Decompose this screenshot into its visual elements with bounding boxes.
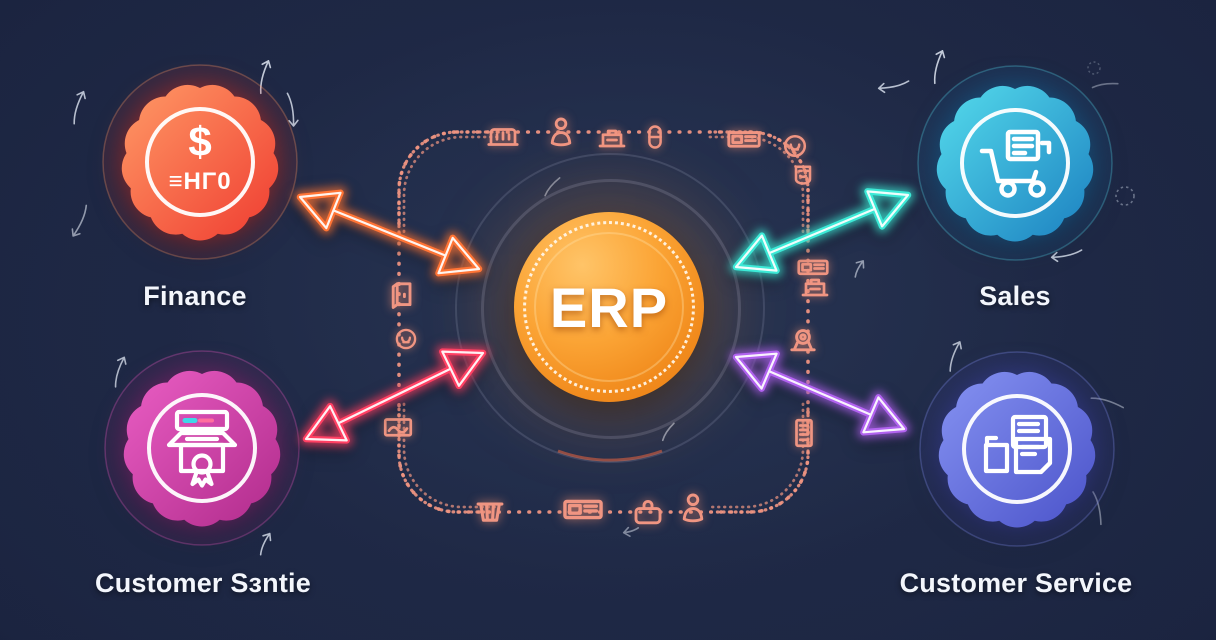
cam-icon [790,329,816,352]
badge-ring [962,394,1072,504]
svg-text:≡HΓ0: ≡HΓ0 [168,168,231,195]
erp-inner-ring [534,232,684,382]
bag-icon [634,499,662,525]
erp-outer-ring [455,153,765,463]
module-label-customer-service: Customer Service [899,568,1133,598]
module-badge-sales [905,53,1125,273]
module-label-customer-suite: Customer Sɜntie [95,568,311,598]
erp-dotted-ring [523,221,695,393]
tray-icon [598,129,626,148]
coin-icon [783,134,807,158]
module-badge-customer-suite [92,338,312,558]
module-badge-customer-service [907,339,1127,559]
erp-mid-ring [481,179,741,439]
list-icon [795,418,813,448]
panel-icon [563,499,603,520]
erp-circle: ERP [514,212,704,402]
cup-icon [794,165,812,185]
module-label-finance: Finance [143,281,247,311]
badge-ring [147,393,257,503]
badge-ring [145,107,255,217]
panel-icon [797,259,829,276]
card-icon [383,418,413,437]
tray-icon [801,278,829,297]
erp-label: ERP [549,275,669,339]
basket-icon [476,502,504,522]
documents-icon [983,414,1053,475]
dollar-money-icon: $ ≡HΓ0 [168,118,231,195]
shopping-cart-icon [979,129,1052,198]
erp-hub: ERP [450,148,770,468]
curved-arrow-icon [854,260,865,278]
badge-ring [960,108,1070,218]
svg-text:$: $ [188,118,211,165]
person-icon [550,117,572,147]
door-icon [391,282,412,309]
bench-icon [487,128,519,146]
curved-arrow-icon [622,526,640,538]
box-ribbon-icon [166,409,238,488]
module-label-sales: Sales [979,281,1051,311]
panel-icon [727,131,761,148]
person-icon [682,493,704,523]
capsule-icon [648,125,662,149]
coin-icon [395,328,417,350]
module-badge-finance: $ ≡HΓ0 [90,52,310,272]
